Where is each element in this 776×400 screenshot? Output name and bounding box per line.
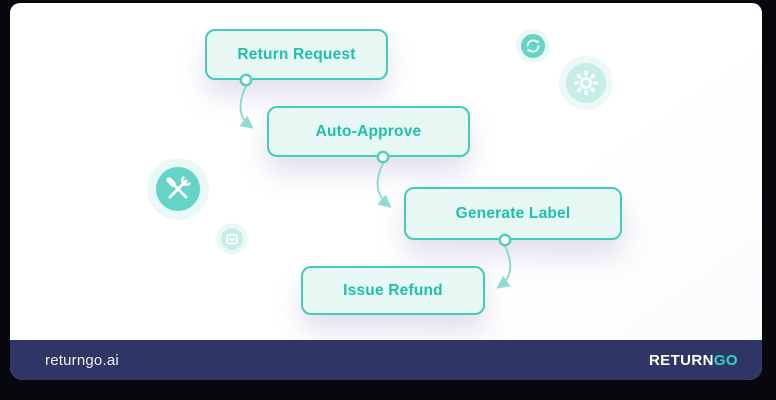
returngo-logo: RETURNGO	[649, 352, 738, 369]
flow-node-return-request: Return Request	[205, 29, 388, 80]
bag-icon	[216, 223, 248, 255]
footer-url: returngo.ai	[45, 351, 119, 369]
flow-node-label: Issue Refund	[343, 281, 443, 299]
logo-return-text: RETURN	[648, 351, 714, 369]
flow-node-label: Generate Label	[455, 204, 571, 222]
tools-icon	[147, 158, 209, 220]
logo-go-text: GO	[713, 351, 738, 369]
flow-node-auto-approve: Auto-Approve	[267, 106, 470, 157]
flow-node-issue-refund: Issue Refund	[301, 266, 485, 315]
footer-bar: returngo.ai RETURNGO	[10, 340, 762, 380]
flow-node-label: Return Request	[237, 45, 356, 63]
gear-icon	[559, 56, 613, 110]
sync-icon	[516, 29, 550, 63]
flow-node-generate-label: Generate Label	[404, 187, 622, 240]
flow-node-label: Auto-Approve	[315, 122, 422, 140]
